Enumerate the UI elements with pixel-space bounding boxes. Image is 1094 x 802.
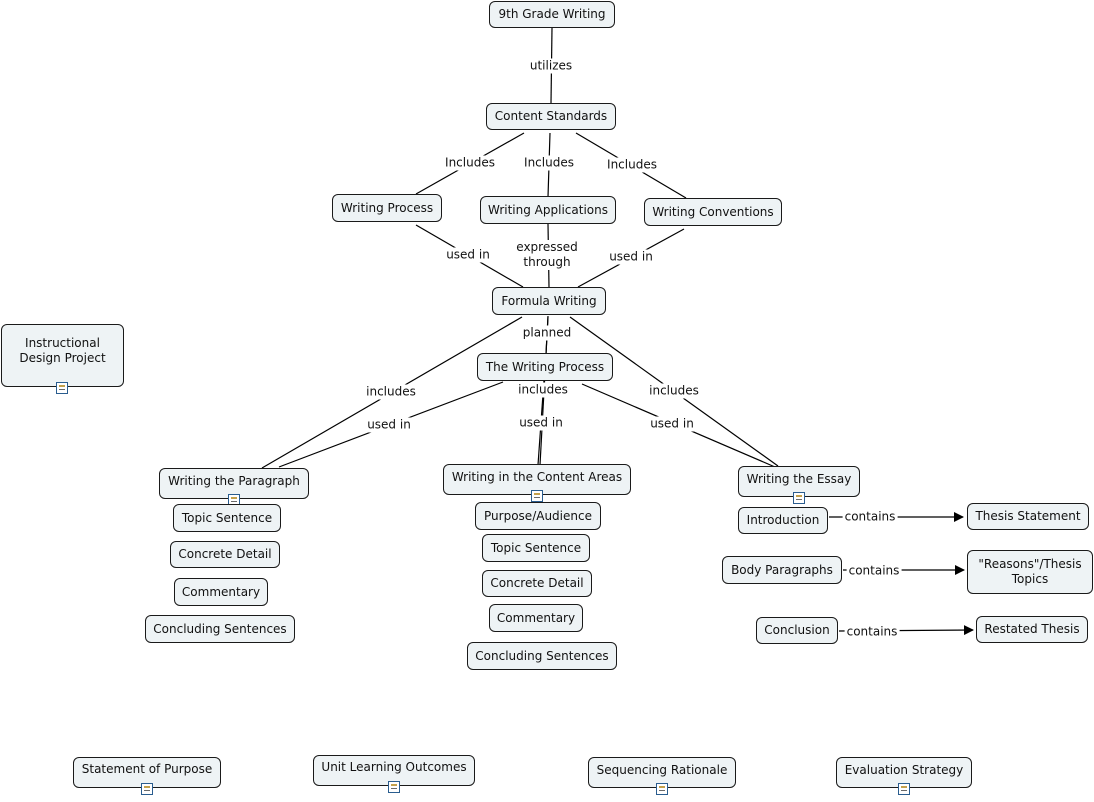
node-thesis-statement[interactable]: Thesis Statement (967, 503, 1089, 530)
document-icon[interactable] (56, 382, 68, 394)
link-label-includes: Includes (605, 157, 659, 173)
link-label-used-in: used in (648, 416, 696, 432)
document-icon[interactable] (388, 781, 400, 793)
node-writing-applications[interactable]: Writing Applications (480, 196, 616, 224)
node-content-purpose-audience[interactable]: Purpose/Audience (475, 502, 601, 530)
link-label-expressed-through: expressed through (514, 240, 580, 270)
link-label-contains: contains (846, 563, 902, 579)
node-paragraph-concluding-sentences[interactable]: Concluding Sentences (145, 615, 295, 643)
node-9th-grade-writing[interactable]: 9th Grade Writing (489, 1, 615, 28)
document-icon[interactable] (656, 783, 668, 795)
document-icon[interactable] (531, 490, 543, 502)
node-conclusion[interactable]: Conclusion (756, 617, 838, 644)
document-icon[interactable] (898, 783, 910, 795)
node-sequencing-rationale[interactable]: Sequencing Rationale (588, 757, 736, 788)
node-content-topic-sentence[interactable]: Topic Sentence (482, 534, 590, 562)
node-instructional-design-project[interactable]: Instructional Design Project (1, 324, 124, 387)
node-statement-of-purpose[interactable]: Statement of Purpose (73, 757, 221, 788)
document-icon[interactable] (141, 783, 153, 795)
document-icon[interactable] (793, 492, 805, 504)
link-label-includes: Includes (522, 155, 576, 171)
link-label-contains: contains (842, 509, 898, 525)
node-content-concrete-detail[interactable]: Concrete Detail (482, 570, 592, 597)
link-label-includes: includes (516, 382, 570, 398)
node-body-paragraphs[interactable]: Body Paragraphs (722, 556, 842, 584)
node-writing-process[interactable]: Writing Process (332, 194, 442, 222)
node-formula-writing[interactable]: Formula Writing (492, 287, 606, 315)
node-introduction[interactable]: Introduction (738, 507, 828, 534)
node-writing-the-paragraph[interactable]: Writing the Paragraph (159, 468, 309, 499)
node-reasons-thesis-topics[interactable]: "Reasons"/Thesis Topics (967, 550, 1093, 594)
node-unit-learning-outcomes[interactable]: Unit Learning Outcomes (313, 755, 475, 786)
link-label-used-in: used in (365, 417, 413, 433)
link-label-used-in: used in (517, 415, 565, 431)
node-content-commentary[interactable]: Commentary (489, 604, 583, 632)
link-label-contains: contains (844, 624, 900, 640)
node-writing-conventions[interactable]: Writing Conventions (644, 198, 782, 226)
node-paragraph-concrete-detail[interactable]: Concrete Detail (170, 541, 280, 568)
link-label-used-in: used in (444, 247, 492, 263)
link-label-includes: Includes (443, 155, 497, 171)
node-restated-thesis[interactable]: Restated Thesis (976, 616, 1088, 643)
node-content-concluding-sentences[interactable]: Concluding Sentences (467, 642, 617, 670)
node-paragraph-topic-sentence[interactable]: Topic Sentence (173, 504, 281, 532)
link-label-planned: planned (520, 325, 574, 341)
link-label-includes: includes (647, 383, 701, 399)
node-paragraph-commentary[interactable]: Commentary (174, 578, 268, 606)
node-content-standards[interactable]: Content Standards (486, 103, 616, 130)
node-the-writing-process[interactable]: The Writing Process (477, 353, 613, 381)
link-label-utilizes: utilizes (527, 58, 575, 74)
link-label-includes: includes (364, 384, 418, 400)
link-label-used-in: used in (607, 249, 655, 265)
